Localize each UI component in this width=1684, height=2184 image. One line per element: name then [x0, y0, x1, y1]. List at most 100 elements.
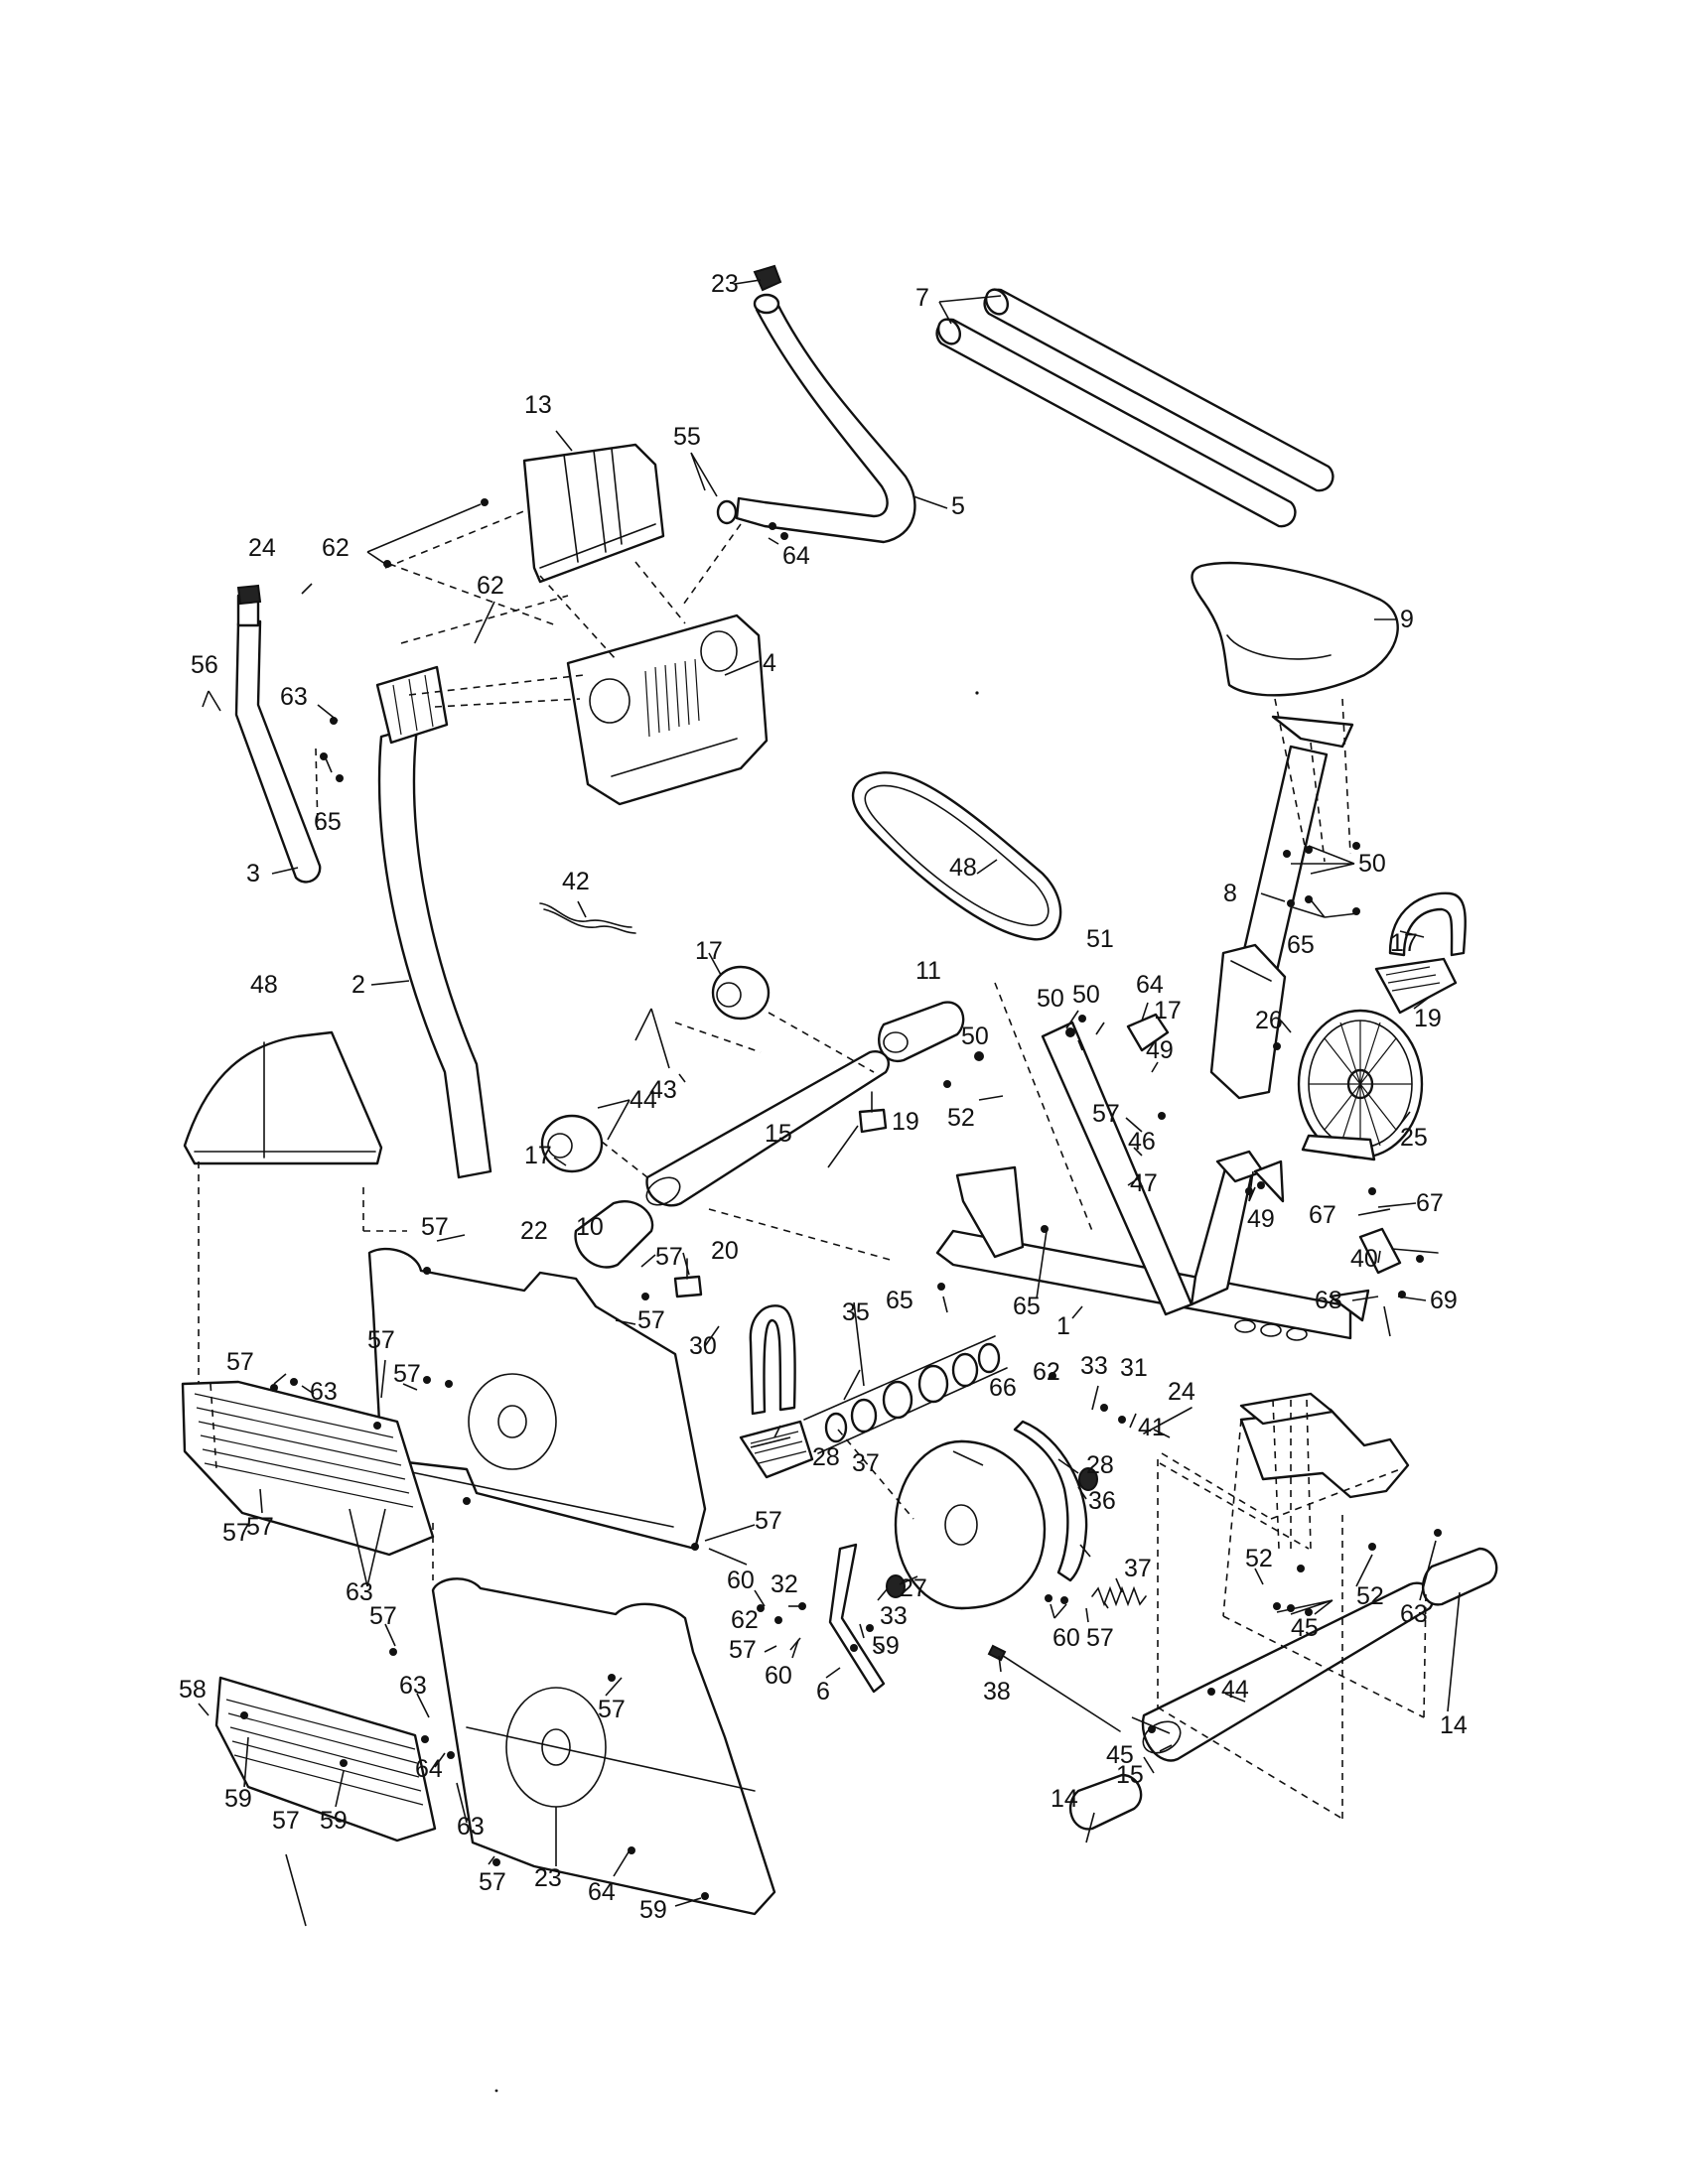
callout-label: 17 [695, 937, 723, 965]
callout-label: 63 [457, 1813, 485, 1841]
callout-label: 59 [224, 1785, 252, 1813]
callout-label: 55 [673, 423, 701, 451]
callout-label: 45 [1106, 1741, 1134, 1769]
part-14-end-cap-right [1421, 1547, 1498, 1606]
part-2-upright [375, 665, 492, 1179]
callout-label: 60 [765, 1662, 792, 1690]
part-11-end-cap [878, 1001, 965, 1063]
callout-label: 20 [711, 1237, 739, 1265]
part-48-shroud-top [183, 1030, 383, 1165]
callout-label: 5 [951, 492, 965, 520]
callout-label: 57 [479, 1868, 506, 1896]
callout-label: 57 [655, 1243, 683, 1271]
part-4-console [566, 614, 769, 806]
callout-label: 44 [1221, 1676, 1249, 1704]
callout-label: 15 [1116, 1761, 1144, 1789]
callout-label: 23 [711, 270, 739, 298]
callout-label: 42 [562, 868, 590, 895]
part-13-console-cover [522, 443, 665, 584]
callout-label: 30 [689, 1332, 717, 1360]
callout-label: 60 [727, 1567, 755, 1594]
callout-label: 15 [765, 1120, 792, 1148]
callout-leader-lines [198, 279, 1461, 1927]
callout-label: 10 [576, 1213, 604, 1241]
callout-label: 35 [842, 1298, 870, 1326]
callout-label: 52 [1245, 1545, 1273, 1572]
callout-label: 1 [1056, 1312, 1070, 1340]
callout-label: 57 [393, 1360, 421, 1388]
callout-label: 2 [351, 971, 365, 999]
callout-label: 48 [949, 854, 977, 882]
callout-label: 33 [880, 1602, 908, 1630]
callout-label: 65 [886, 1287, 913, 1314]
part-1-main-frame [935, 1021, 1370, 1341]
callout-label: 24 [1168, 1378, 1195, 1406]
part-23-cap-top [753, 264, 782, 292]
callout-label: 69 [1430, 1287, 1458, 1314]
part-35-brake [1013, 1420, 1088, 1582]
callout-label: 33 [1080, 1352, 1108, 1380]
part-28-washer-top [1078, 1467, 1098, 1491]
callout-labels: 23 7 5 13 55 64 62 62 24 56 63 65 4 3 2 … [179, 270, 1468, 1924]
callout-label: 32 [771, 1570, 798, 1598]
part-27-shield-left [367, 1247, 707, 1551]
callout-label: 63 [399, 1672, 427, 1700]
callout-label: 8 [1223, 880, 1237, 907]
part-22-pedal-left [739, 1420, 814, 1479]
callout-label: 14 [1051, 1785, 1078, 1813]
hardware-fasteners [240, 498, 1442, 1900]
scan-specks [494, 691, 979, 2093]
callout-label: 64 [782, 542, 810, 570]
part-36-cable [987, 1644, 1121, 1732]
callout-label: 63 [280, 683, 308, 711]
part-15-front-stabilizer [645, 1050, 891, 1207]
part-53-grille-left [181, 1380, 435, 1557]
callout-label: 62 [1033, 1358, 1060, 1386]
callout-label: 57 [755, 1507, 782, 1535]
callout-label: 24 [248, 534, 276, 562]
part-28-washer-bottom [886, 1574, 906, 1598]
callout-label: 13 [524, 391, 552, 419]
callout-label: 63 [1400, 1600, 1428, 1628]
part-18-strap-right [1388, 891, 1467, 957]
callout-label: 11 [915, 957, 941, 985]
callout-label: 19 [892, 1108, 919, 1136]
callout-label: 57 [729, 1636, 757, 1664]
callout-label: 68 [1315, 1287, 1342, 1314]
part-14-end-cap-left [1068, 1773, 1143, 1831]
part-33-bearings [803, 1335, 1008, 1454]
part-19-foot-top [858, 1091, 888, 1134]
callout-label: 25 [1400, 1124, 1428, 1152]
callout-label: 57 [1092, 1100, 1120, 1128]
callout-label: 50 [1037, 985, 1064, 1013]
callout-label: 64 [1136, 971, 1164, 999]
callout-label: 22 [520, 1217, 548, 1245]
callout-label: 58 [179, 1676, 207, 1704]
callout-label: 59 [872, 1632, 900, 1660]
callout-label: 28 [1086, 1451, 1114, 1479]
callout-label: 57 [367, 1326, 395, 1354]
part-6-idler-arm [828, 1543, 886, 1694]
part-20-tension-knob [1126, 1013, 1170, 1052]
callout-label: 63 [310, 1378, 338, 1406]
assembly-dashed-lines [198, 509, 1427, 1820]
callout-label: 17 [1154, 997, 1182, 1024]
callout-label: 57 [272, 1807, 300, 1835]
callout-label: 62 [477, 572, 504, 600]
callout-label: 41 [1138, 1414, 1166, 1441]
callout-label: 64 [415, 1755, 443, 1783]
callout-label: 37 [852, 1449, 880, 1477]
callout-label: 26 [1255, 1007, 1283, 1034]
part-7-tubes [935, 288, 1334, 528]
callout-label: 7 [915, 284, 929, 312]
part-34-flywheel [894, 1439, 1047, 1610]
callout-label: 51 [1086, 925, 1114, 953]
callout-label: 64 [588, 1878, 616, 1906]
callout-label: 28 [812, 1443, 840, 1471]
callout-label: 57 [637, 1306, 665, 1334]
callout-label: 52 [947, 1104, 975, 1132]
callout-label: 3 [246, 860, 260, 887]
callout-label: 48 [250, 971, 278, 999]
callout-label: 45 [1291, 1614, 1319, 1642]
